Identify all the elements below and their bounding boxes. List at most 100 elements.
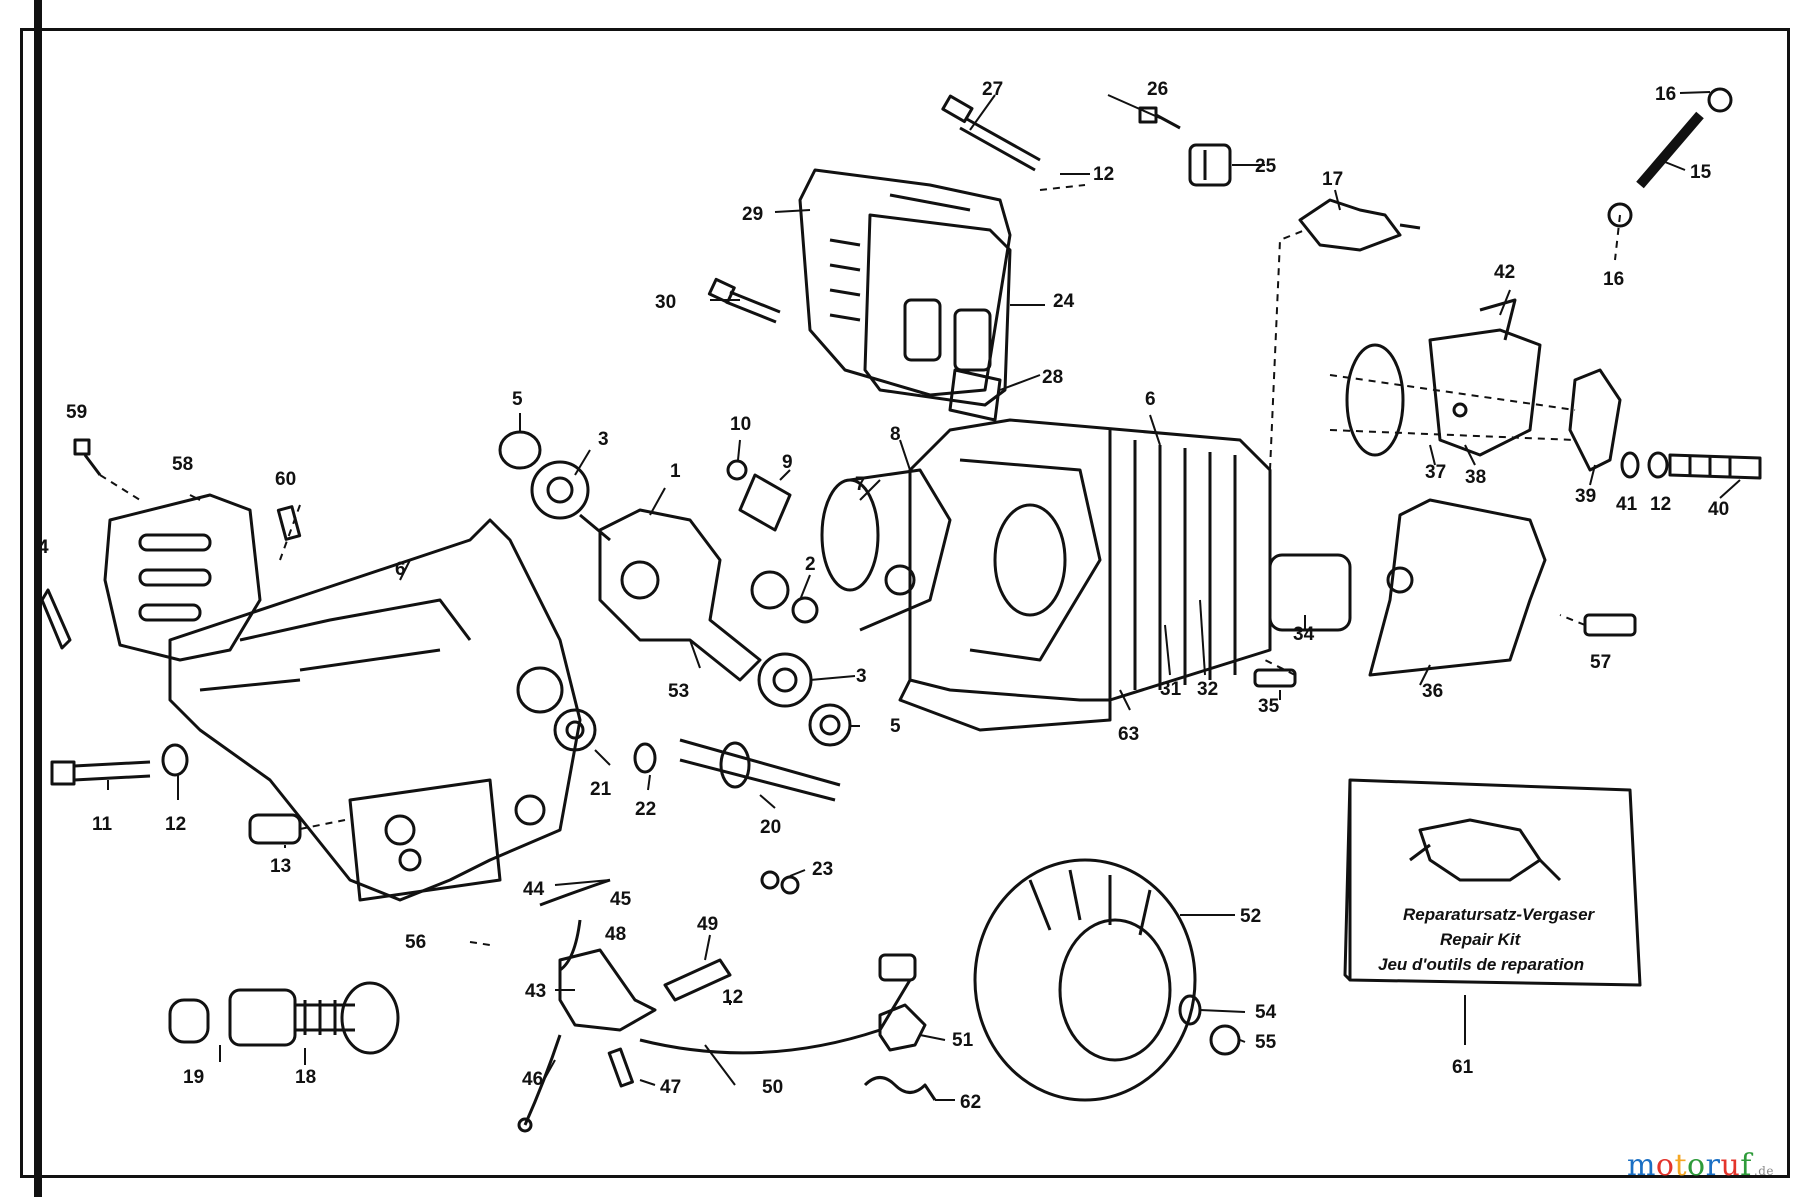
chain-cover[interactable] [103,493,262,662]
callout-15: 15 [1690,162,1712,183]
screw-57[interactable] [1583,613,1637,637]
wire-44[interactable] [539,878,611,972]
muffler-gasket[interactable] [948,368,1002,422]
washer-22[interactable] [633,742,657,774]
callout-63: 63 [1118,724,1139,745]
watermark-letter: r [1705,1148,1721,1183]
callout-47: 47 [660,1077,681,1098]
clip-25[interactable] [1188,143,1232,187]
screw-59[interactable] [73,438,102,476]
spring-62[interactable] [863,1076,937,1101]
bearing-upper[interactable] [530,460,590,520]
callout-19: 19 [183,1067,204,1088]
ignition-cable-50[interactable] [639,953,917,1055]
callout-57: 57 [1590,652,1611,673]
callout-7: 7 [855,474,866,495]
callout-45: 45 [610,889,632,910]
callout-40: 40 [1708,499,1729,520]
callout-13: 13 [270,856,291,877]
watermark-letter: o [1655,1148,1675,1183]
watermark-letter: f [1740,1148,1752,1183]
callout-49: 49 [697,914,718,935]
callout-20: 20 [760,817,781,838]
callout-35: 35 [1258,696,1280,717]
callout-12c: 12 [165,814,186,835]
binding-edge [34,0,42,1197]
ground-wire-46[interactable] [517,1034,562,1133]
callout-44: 44 [523,879,545,900]
callout-16b: 16 [1603,269,1624,290]
buffer-19[interactable] [168,998,210,1044]
bearing-lower[interactable] [757,652,813,708]
callout-53: 53 [668,681,689,702]
flywheel[interactable] [973,858,1197,1102]
edge-part[interactable] [40,588,72,650]
watermark-letter: u [1720,1148,1741,1183]
watermark-letter: t [1674,1148,1688,1183]
cylinder[interactable] [898,418,1272,732]
crankshaft[interactable] [579,508,762,682]
carburetor-housing[interactable] [1368,498,1547,677]
callout-46: 46 [522,1069,543,1090]
ignition-module[interactable] [558,948,657,1032]
seal-lower[interactable] [808,703,852,747]
callout-38: 38 [1465,467,1486,488]
callout-61: 61 [1452,1057,1474,1078]
screw-35[interactable] [1253,668,1297,688]
callout-29: 29 [742,204,763,225]
nut-12[interactable] [1647,451,1669,479]
piston[interactable] [820,468,952,632]
crankcase[interactable] [168,518,582,902]
circlip[interactable] [726,459,748,481]
callout-23: 23 [812,859,833,880]
callout-34: 34 [1293,624,1315,645]
callout-62: 62 [960,1092,981,1113]
callout-59: 59 [66,402,87,423]
muffler-body[interactable] [798,168,1012,407]
callout-6b: 6 [395,559,406,580]
fitting-21[interactable] [553,708,597,752]
repair-kit-box[interactable] [1343,778,1642,987]
stop-lever-49[interactable] [663,958,732,1002]
piston-pin[interactable] [738,473,792,532]
air-filter[interactable] [1268,553,1352,632]
nut-55[interactable] [1209,1024,1241,1056]
callout-9: 9 [782,452,793,473]
watermark-letter: o [1687,1148,1706,1183]
motoruf-watermark: motoruf.de [1627,1148,1774,1183]
callout-28: 28 [1042,367,1063,388]
spark-plug[interactable] [1298,198,1421,252]
callout-3a: 3 [598,429,609,450]
leader-56 [469,941,491,946]
leader-60 [279,504,301,561]
screw-47[interactable] [607,1047,634,1088]
leader-carb-b [1329,429,1576,441]
seal-upper[interactable] [498,430,542,470]
callout-24: 24 [1053,291,1075,312]
muffler-bolt[interactable] [707,277,781,324]
washer-12[interactable] [161,743,189,777]
adapter-39[interactable] [1568,368,1622,472]
screw-60[interactable] [276,505,302,541]
needle-bearing[interactable] [750,570,819,624]
buffer-18[interactable] [228,981,400,1055]
callout-54: 54 [1255,1002,1277,1023]
callout-4: 4 [38,537,49,558]
fuel-line[interactable] [1607,87,1733,228]
long-bolt[interactable] [941,94,1041,172]
carburetor-gasket[interactable] [1345,343,1405,457]
callout-32: 32 [1197,679,1218,700]
crankcase-bolt[interactable] [50,760,151,786]
washer-41[interactable] [1620,451,1640,479]
connector-51[interactable] [878,1003,927,1052]
stud-40[interactable] [1668,453,1762,480]
impulse-hose-20[interactable] [679,738,841,802]
bushing-13[interactable] [248,813,302,845]
spring-23[interactable] [760,870,800,895]
callout-56: 56 [405,932,426,953]
diagram-frame [20,28,1790,1178]
carburetor[interactable] [1428,298,1542,457]
callout-5a: 5 [512,389,523,410]
callout-8: 8 [890,424,901,445]
callout-51: 51 [952,1030,974,1051]
